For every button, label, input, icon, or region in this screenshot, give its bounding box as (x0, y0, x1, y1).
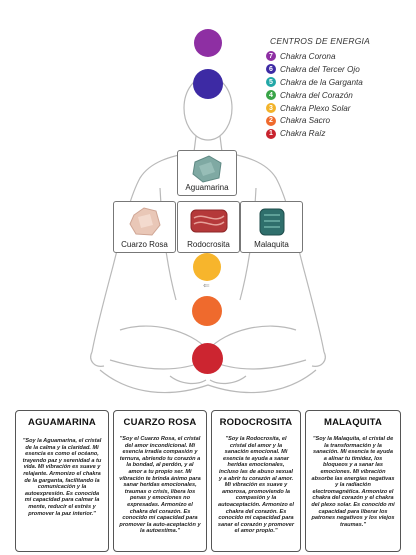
number-badge-icon: 7 (266, 51, 276, 62)
svg-text:⇐: ⇐ (203, 281, 210, 290)
aguamarina-stone-icon (192, 155, 222, 183)
legend-label: Chakra Corona (280, 51, 336, 61)
sacral-chakra (192, 296, 222, 326)
chakra-legend: CENTROS DE ENERGIA 7 Chakra Corona 6 Cha… (266, 36, 412, 140)
number-badge-icon: 1 (266, 128, 276, 139)
card-text: "Soy la Rodocrosita, el cristal del amor… (217, 436, 295, 535)
card-title: CUARZO ROSA (123, 417, 197, 428)
legend-item: 6 Chakra del Tercer Ojo (266, 63, 412, 76)
card-text: "Soy el Cuarzo Rosa, el cristal del amor… (119, 436, 201, 535)
card-title: AGUAMARINA (28, 417, 96, 428)
crystal-label: Aguamarina (185, 183, 229, 192)
rodocrosita-stone-icon (190, 209, 227, 233)
legend-label: Chakra Plexo Solar (280, 103, 351, 113)
legend-item: 5 Chakra de la Garganta (266, 76, 412, 89)
legend-label: Chakra de la Garganta (280, 77, 363, 87)
crystal-cuarzo-rosa: Cuarzo Rosa (113, 201, 176, 253)
crystal-label: Rodocrosita (187, 240, 230, 249)
malaquita-stone-icon (259, 208, 284, 236)
legend-item: 4 Chakra del Corazón (266, 89, 412, 102)
card-text: "Soy la Aguamarina, el cristal de la cal… (22, 438, 102, 517)
crystal-label: Cuarzo Rosa (121, 240, 168, 249)
legend-item: 7 Chakra Corona (266, 50, 412, 63)
card-title: RODOCROSITA (219, 417, 293, 428)
legend-item: 2 Chakra Sacro (266, 114, 412, 127)
card-aguamarina: AGUAMARINA "Soy la Aguamarina, el crista… (15, 410, 109, 552)
crystal-label: Malaquita (254, 240, 289, 249)
meditation-figure: ⇐ Aguamarina Cuarzo Rosa Rodocrosita Mal… (90, 29, 412, 394)
cuarzo-rosa-stone-icon (128, 207, 161, 236)
card-malaquita: MALAQUITA "Soy la Malaquita, el cristal … (305, 410, 401, 552)
legend-item: 1 Chakra Raíz (266, 127, 412, 140)
crystal-rodocrosita: Rodocrosita (177, 201, 240, 253)
number-badge-icon: 3 (266, 103, 276, 113)
number-badge-icon: 6 (266, 64, 276, 75)
card-cuarzo-rosa: CUARZO ROSA "Soy el Cuarzo Rosa, el cris… (113, 410, 207, 552)
legend-label: Chakra del Tercer Ojo (280, 64, 360, 74)
number-badge-icon: 2 (266, 115, 276, 126)
legend-label: Chakra Sacro (280, 116, 331, 126)
crown-chakra (194, 29, 222, 57)
legend-title: CENTROS DE ENERGIA (270, 36, 370, 46)
legend-label: Chakra del Corazón (280, 90, 353, 100)
solar-plexus-chakra (193, 253, 221, 281)
card-text: "Soy la Malaquita, el cristal de la tran… (311, 436, 395, 528)
crystal-malaquita: Malaquita (240, 201, 303, 253)
number-badge-icon: 5 (266, 77, 276, 88)
legend-label: Chakra Raíz (280, 129, 326, 139)
root-chakra (192, 343, 223, 374)
crystal-aguamarina: Aguamarina (177, 150, 237, 196)
card-rodocrosita: RODOCROSITA "Soy la Rodocrosita, el cris… (211, 410, 301, 552)
card-title: MALAQUITA (323, 417, 383, 428)
third-eye-chakra (193, 69, 223, 99)
number-badge-icon: 4 (266, 90, 276, 101)
legend-item: 3 Chakra Plexo Solar (266, 102, 412, 115)
